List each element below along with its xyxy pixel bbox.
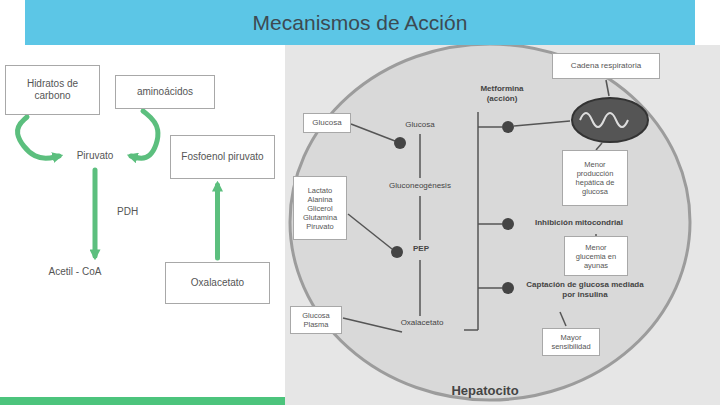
box-text: Lactato Alanina Glicerol Glutamina Piruv… (299, 186, 341, 231)
title-band: Mecanismos de Acción (25, 0, 695, 45)
pathway-label: PEP (408, 244, 434, 254)
leader-line (560, 312, 566, 326)
mitochondrion-cristae (580, 113, 628, 127)
box-text: Fosfoenol piruvato (176, 151, 269, 163)
flow-arrow (17, 117, 59, 158)
intermediate-box: Oxalacetato (165, 262, 270, 304)
branch-line (478, 287, 502, 289)
box-text: Menor glucemia en ayunas (570, 243, 622, 270)
pathway-line (419, 196, 421, 240)
dot (502, 218, 514, 230)
enzyme-label: PDH (115, 206, 140, 217)
cell-outline (290, 44, 690, 400)
leader-line (596, 143, 602, 150)
box-text: Glucosa Plasma (296, 311, 336, 329)
branch-line (478, 223, 502, 225)
title: Mecanismos de Acción (253, 11, 468, 35)
source-box: aminoácidos (115, 75, 215, 109)
dot (394, 137, 406, 149)
pathway-label: Gluconeogénesis (382, 181, 458, 191)
box-text: Piruvato (67, 150, 123, 162)
pathway-label: Glucosa (398, 120, 442, 130)
dot (502, 121, 514, 133)
effect-box: Mayor sensibilidad (542, 328, 600, 356)
flow-arrow (93, 170, 98, 256)
pathway-line (464, 329, 478, 331)
box-text: aminoácidos (121, 86, 209, 98)
mitochondrion (572, 98, 648, 142)
box-text: Mayor sensibilidad (548, 333, 594, 351)
green-bar (0, 397, 285, 405)
metabolite-text: Piruvato (65, 146, 125, 166)
branch-line (478, 126, 502, 128)
product-box: Fosfoenol piruvato (170, 135, 275, 179)
leader-line (348, 214, 392, 249)
effect-box: Menor producción hepática de glucosa (562, 150, 628, 206)
note-box: Cadena respiratoria (552, 53, 660, 79)
effect-box: Menor glucemia en ayunas (564, 236, 628, 276)
pathway-line (419, 260, 421, 316)
source-box: Hidratos de carbono (5, 65, 100, 115)
flow-arrow (131, 111, 158, 158)
pathway-label: Metformina (acción) (470, 84, 534, 103)
mitochondrion-outline (572, 98, 648, 142)
box-text: Hidratos de carbono (11, 78, 94, 102)
dots (391, 121, 514, 294)
box-text: Menor producción hepática de glucosa (568, 160, 622, 196)
dot (502, 282, 514, 294)
metabolite-text: Acetil - CoA (30, 262, 120, 282)
dot (391, 246, 403, 258)
leader-line (351, 124, 395, 141)
note-box: Glucosa (303, 113, 351, 133)
box-text: Glucosa (309, 118, 345, 128)
leader-line (514, 121, 570, 126)
pathway-line (419, 134, 421, 178)
leader-line (606, 80, 609, 96)
cell-name: Hepatocito (420, 383, 550, 399)
right-panel (285, 45, 720, 405)
pathway-label: Captación de glucosa mediada por insulin… (520, 280, 650, 299)
pathway-label: Oxalacetato (392, 318, 452, 328)
box-text: Acetil - CoA (32, 266, 118, 278)
note-box: Glucosa Plasma (290, 306, 342, 334)
pathway-line (477, 112, 479, 330)
pathway-label: Inhibición mitocondrial (518, 218, 640, 228)
box-text: Oxalacetato (171, 277, 264, 289)
note-box: Lactato Alanina Glicerol Glutamina Piruv… (293, 176, 347, 240)
flow-arrow (215, 185, 220, 258)
box-text: Cadena respiratoria (558, 61, 654, 71)
